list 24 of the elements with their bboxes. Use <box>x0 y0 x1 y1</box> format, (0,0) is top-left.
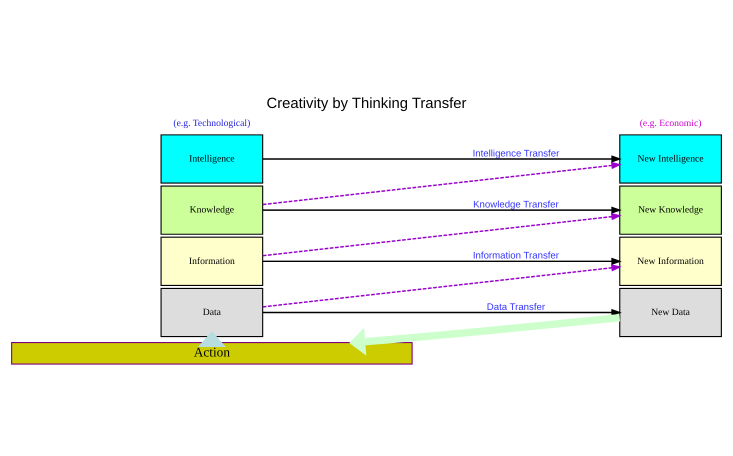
label: (e.g. Technological) <box>173 117 250 128</box>
node-box: New Information <box>619 236 722 286</box>
arrow <box>262 308 622 316</box>
arrow <box>262 206 622 214</box>
arrow <box>349 314 620 356</box>
arrow <box>262 257 622 264</box>
edge-label: Knowledge Transfer <box>473 198 559 210</box>
diagram-title: Creativity by Thinking Transfer <box>266 95 466 112</box>
edge-label: Information Transfer <box>472 250 560 262</box>
arrow <box>262 154 622 162</box>
arrow <box>262 161 622 205</box>
edge-label: Intelligence Transfer <box>472 148 560 159</box>
arrow <box>262 264 622 308</box>
node-box: Data <box>160 287 264 337</box>
label: (e.g. Economic) <box>640 117 702 128</box>
node-box: Intelligence <box>160 134 264 184</box>
node-box: New Knowledge <box>619 184 722 234</box>
arrow <box>262 212 622 256</box>
node-box: New Data <box>619 287 722 337</box>
node-box: Information <box>160 236 264 286</box>
edge-label: Data Transfer <box>486 301 546 312</box>
node-box: New Intelligence <box>619 134 722 184</box>
arrow <box>198 330 226 346</box>
node-box: Knowledge <box>160 184 264 234</box>
